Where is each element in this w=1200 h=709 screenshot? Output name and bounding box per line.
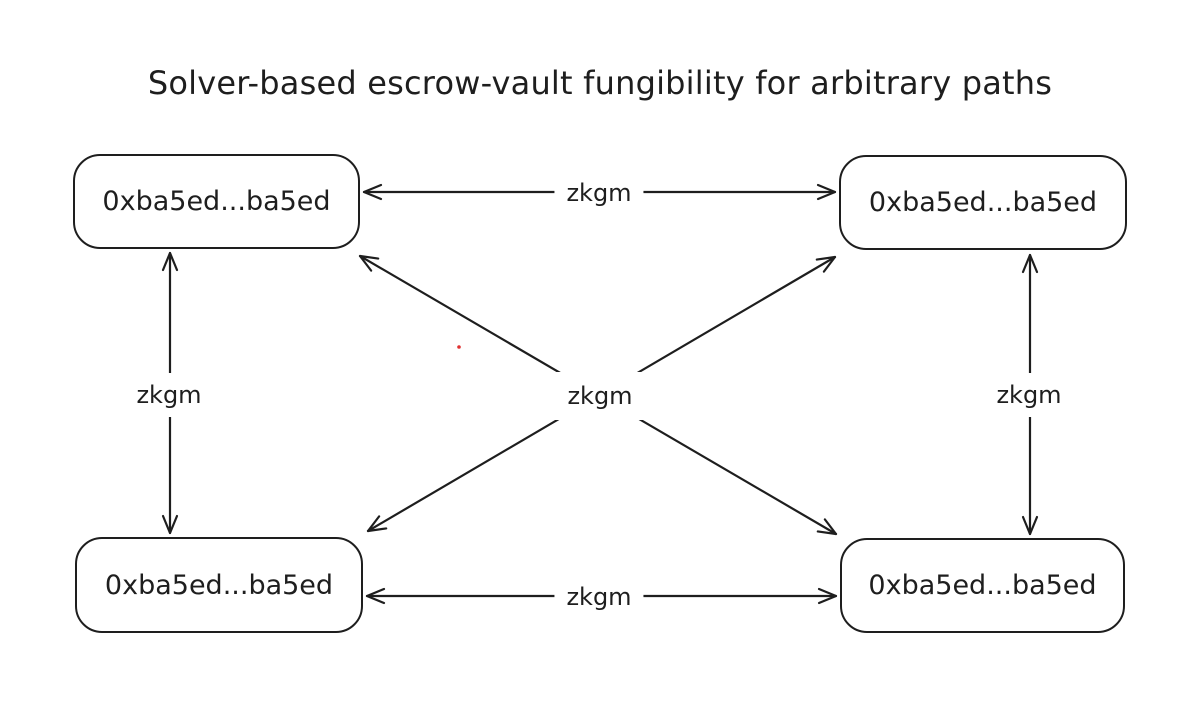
node-top-right-label: 0xba5ed...ba5ed — [868, 187, 1098, 218]
node-top-left: 0xba5ed...ba5ed — [73, 154, 360, 249]
node-bottom-right-label: 0xba5ed...ba5ed — [868, 570, 1097, 601]
edge-label-top: zkgm — [554, 176, 644, 210]
node-bottom-left-label: 0xba5ed...ba5ed — [104, 569, 334, 601]
edge-label-center: zkgm — [551, 372, 649, 420]
node-bottom-right: 0xba5ed...ba5ed — [840, 538, 1125, 633]
node-bottom-left: 0xba5ed...ba5ed — [75, 537, 363, 633]
red-dot — [457, 345, 461, 349]
node-top-right: 0xba5ed...ba5ed — [839, 155, 1127, 250]
edge-label-right: zkgm — [986, 373, 1072, 417]
diagram-title: Solver-based escrow-vault fungibility fo… — [147, 64, 1053, 102]
node-top-left-label: 0xba5ed...ba5ed — [102, 186, 331, 217]
edge-label-bottom: zkgm — [554, 580, 644, 614]
edge-label-left: zkgm — [126, 373, 212, 417]
